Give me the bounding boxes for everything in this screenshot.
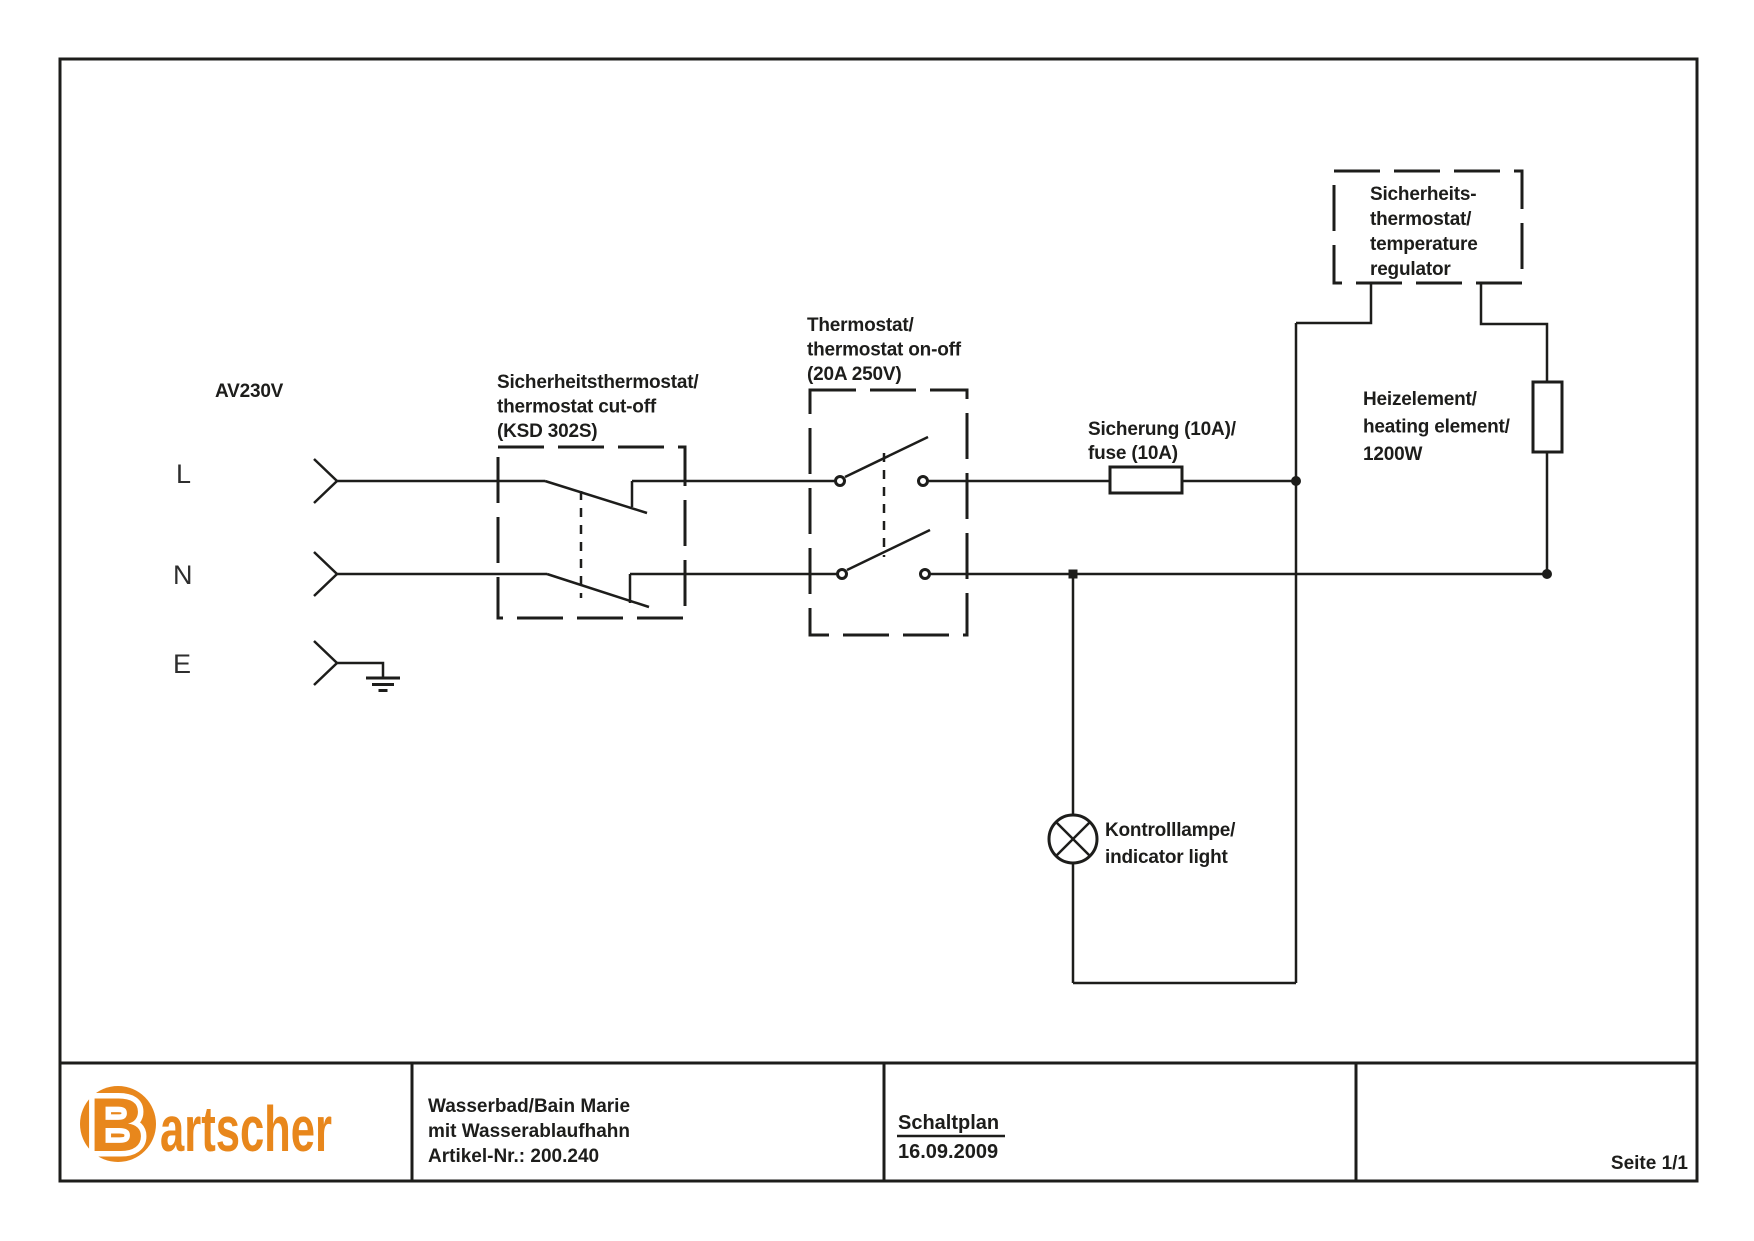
thermostat-contact-l-left [834,475,846,487]
heater-label-line1: Heizelement/ [1363,389,1478,410]
cutoff-label-line2: thermostat cut-off [497,397,657,418]
cutoff-label-line1: Sicherheitsthermostat/ [497,372,699,393]
fuse-label: Sicherung (10A)/ fuse (10A) [1088,419,1237,464]
thermostat-contact-l-right [917,475,929,487]
heater-label-line3: 1200W [1363,444,1422,465]
product-line2: mit Wasserablaufhahn [428,1121,630,1142]
lamp-cross-2 [1055,821,1091,857]
thermostat-label-line3: (20A 250V) [807,364,901,385]
product-line1: Wasserbad/Bain Marie [428,1096,630,1117]
regulator-label-line2: thermostat/ [1370,209,1472,230]
supply-voltage-label: AV230V [215,381,284,402]
terminal-chevron-n-icon [313,551,339,597]
page-number: Seite 1/1 [1611,1153,1689,1174]
regulator-label-line3: temperature [1370,234,1478,255]
wire-e [337,661,385,677]
logo-circle-icon [80,1086,156,1162]
thermostat-switch-blade-n [846,528,931,572]
plan-title: Schaltplan [898,1112,999,1134]
brand-logo: B artscher [80,1078,332,1174]
heater-label-line2: heating element/ [1363,417,1511,438]
terminal-chevron-e-icon [313,640,339,686]
terminal-label-n: N [173,560,193,590]
plan-info: Schaltplan 16.09.2009 [897,1112,1005,1163]
lamp-label-line2: indicator light [1105,847,1228,868]
regulator-lead-left [1296,283,1373,325]
heater-label: Heizelement/ heating element/ 1200W [1363,389,1511,465]
fuse-symbol [1108,465,1184,495]
thermostat-label: Thermostat/ thermostat on-off (20A 250V) [807,315,962,385]
cutoff-switch-blade-l [544,479,648,515]
regulator-box [1332,169,1524,285]
cutoff-label-line3: (KSD 302S) [497,421,597,442]
heater-symbol [1531,380,1564,454]
plan-date: 16.09.2009 [898,1141,998,1163]
circuit-diagram: AV230V L N E [173,169,1564,985]
page-border [58,57,1699,1183]
lamp-label-line1: Kontrolllampe/ [1105,820,1236,841]
terminal-label-l: L [176,459,191,489]
thermostat-box [808,388,969,637]
thermostat-contact-n-left [836,568,848,580]
product-line3: Artikel-Nr.: 200.240 [428,1146,599,1167]
thermostat-label-line1: Thermostat/ [807,315,914,336]
ground-symbol-icon [366,676,400,692]
terminal-label-e: E [173,649,191,679]
fuse-label-line1: Sicherung (10A)/ [1088,419,1237,440]
regulator-label: Sicherheits- thermostat/ temperature reg… [1370,184,1478,280]
fuse-label-line2: fuse (10A) [1088,443,1178,464]
regulator-lead-right [1479,283,1549,382]
thermostat-label-line2: thermostat on-off [807,340,962,361]
logo-wordmark: artscher [160,1093,332,1165]
lamp-label: Kontrolllampe/ indicator light [1105,820,1236,868]
product-info: Wasserbad/Bain Marie mit Wasserablaufhah… [428,1096,630,1167]
thermostat-switch-blade-l [844,435,929,479]
thermostat-contact-n-right [919,568,931,580]
cutoff-switch-blade-n [546,572,650,609]
regulator-label-line1: Sicherheits- [1370,184,1476,205]
logo-letter-b: B [90,1083,145,1168]
terminal-chevron-l-icon [313,458,339,504]
cutoff-label: Sicherheitsthermostat/ thermostat cut-of… [497,372,700,442]
regulator-label-line4: regulator [1370,259,1451,280]
cutoff-box [496,445,687,620]
title-block: B artscher Wasserbad/Bain Marie mit Wass… [60,1061,1697,1181]
